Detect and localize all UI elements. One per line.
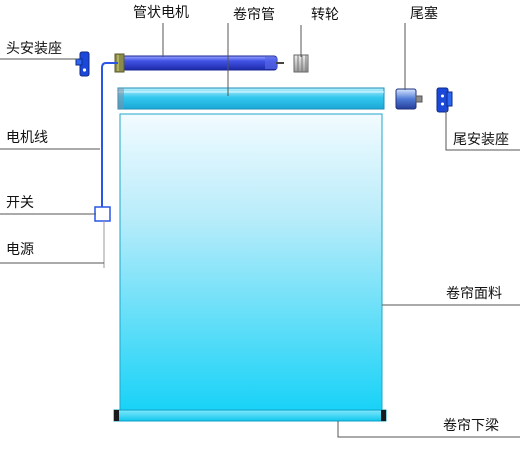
tubular-motor <box>114 53 284 73</box>
label-switch: 开关 <box>6 195 34 211</box>
label-motor-cable: 电机线 <box>6 130 48 146</box>
label-power-supply: 电源 <box>6 242 34 258</box>
motor-cable <box>101 62 118 208</box>
label-bottom-rail: 卷帘下梁 <box>443 418 499 434</box>
roller-tube <box>117 87 385 110</box>
end-plug <box>395 88 423 110</box>
head-mount-bracket <box>75 51 90 77</box>
leader-bottom-rail <box>337 421 520 438</box>
bottom-rail <box>113 409 387 422</box>
wall-switch <box>94 206 111 222</box>
leader-tail-mount <box>445 110 520 151</box>
drive-wheel <box>293 54 309 73</box>
label-drive-wheel: 转轮 <box>311 7 339 23</box>
label-tubular-motor: 管状电机 <box>133 5 189 21</box>
fabric-panel <box>119 113 383 413</box>
tail-mount-bracket <box>436 87 453 113</box>
label-tail-mount: 尾安装座 <box>453 132 509 148</box>
label-fabric: 卷帘面料 <box>446 286 502 302</box>
label-roller-tube: 卷帘管 <box>233 7 275 23</box>
label-head-mount: 头安装座 <box>6 41 62 57</box>
label-end-plug: 尾塞 <box>410 6 438 22</box>
leader-lines <box>0 23 520 438</box>
